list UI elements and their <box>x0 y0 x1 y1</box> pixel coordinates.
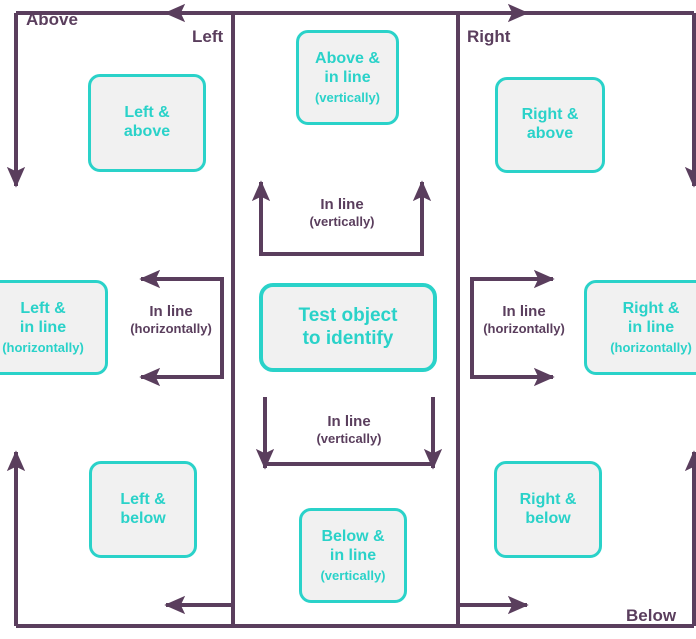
caption-main: In line <box>502 303 546 320</box>
axis-label-right: Right <box>467 27 511 46</box>
caption-sub: (horizontally) <box>483 321 565 336</box>
caption-in-line-vertically-top: In line (vertically) <box>261 196 423 230</box>
box-label-line-1: Right & <box>521 106 579 124</box>
caption-sub: (horizontally) <box>130 321 212 336</box>
box-test-object-to-identify[interactable]: Test object to identify <box>259 283 437 372</box>
caption-main: In line <box>320 196 364 213</box>
box-label-line-1: Right & <box>519 490 577 508</box>
box-label-line-1: Left & <box>20 299 66 317</box>
in-line-horizontally-right-bracket <box>470 277 549 379</box>
caption-main: In line <box>327 413 371 430</box>
box-label-line-2: to identify <box>302 327 394 349</box>
box-label-line-2: in line <box>627 318 675 336</box>
box-label-line-2: above <box>123 123 171 140</box>
box-right-above[interactable]: Right & above <box>495 77 605 173</box>
box-label-sub: (horizontally) <box>610 339 692 355</box>
box-label-line-2: above <box>526 125 574 142</box>
box-label-line-1: Above & <box>315 49 380 67</box>
in-line-vertically-top-bracket <box>259 186 424 256</box>
in-line-horizontally-left-bracket <box>145 277 224 379</box>
box-above-in-line[interactable]: Above & in line (vertically) <box>296 30 399 125</box>
box-label-line-2: in line <box>324 68 371 86</box>
box-label-line-1: Test object <box>298 305 398 327</box>
box-label-line-2: below <box>120 509 166 527</box>
box-right-in-line[interactable]: Right & in line (horizontally) <box>584 280 696 375</box>
box-below-in-line[interactable]: Below & in line (vertically) <box>299 508 407 603</box>
box-label-line-2: in line <box>329 546 377 564</box>
box-left-below[interactable]: Left & below <box>89 461 197 558</box>
box-label-line-1: Left & <box>124 104 170 122</box>
caption-in-line-vertically-bottom: In line (vertically) <box>265 413 433 447</box>
box-label-sub: (vertically) <box>314 89 381 105</box>
caption-sub: (vertically) <box>309 214 375 229</box>
axis-label-above: Above <box>26 10 78 29</box>
caption-sub: (vertically) <box>316 431 382 446</box>
caption-in-line-horizontally-left: In line (horizontally) <box>119 303 223 337</box>
caption-in-line-horizontally-right: In line (horizontally) <box>472 303 576 337</box>
box-label-sub: (vertically) <box>320 567 386 583</box>
box-label-line-1: Right & <box>622 299 680 317</box>
box-label-line-2: below <box>525 509 571 527</box>
box-label-line-1: Below & <box>321 527 385 545</box>
box-label-line-2: in line <box>19 318 67 336</box>
box-label-line-1: Left & <box>120 490 166 508</box>
box-right-below[interactable]: Right & below <box>494 461 602 558</box>
in-line-vertically-bottom-bracket-top <box>263 397 435 466</box>
caption-main: In line <box>149 303 193 320</box>
axis-label-left: Left <box>192 27 224 46</box>
axis-label-below: Below <box>626 606 677 625</box>
box-label-sub: (horizontally) <box>2 339 84 355</box>
box-left-in-line[interactable]: Left & in line (horizontally) <box>0 280 108 375</box>
box-left-above[interactable]: Left & above <box>88 74 206 172</box>
